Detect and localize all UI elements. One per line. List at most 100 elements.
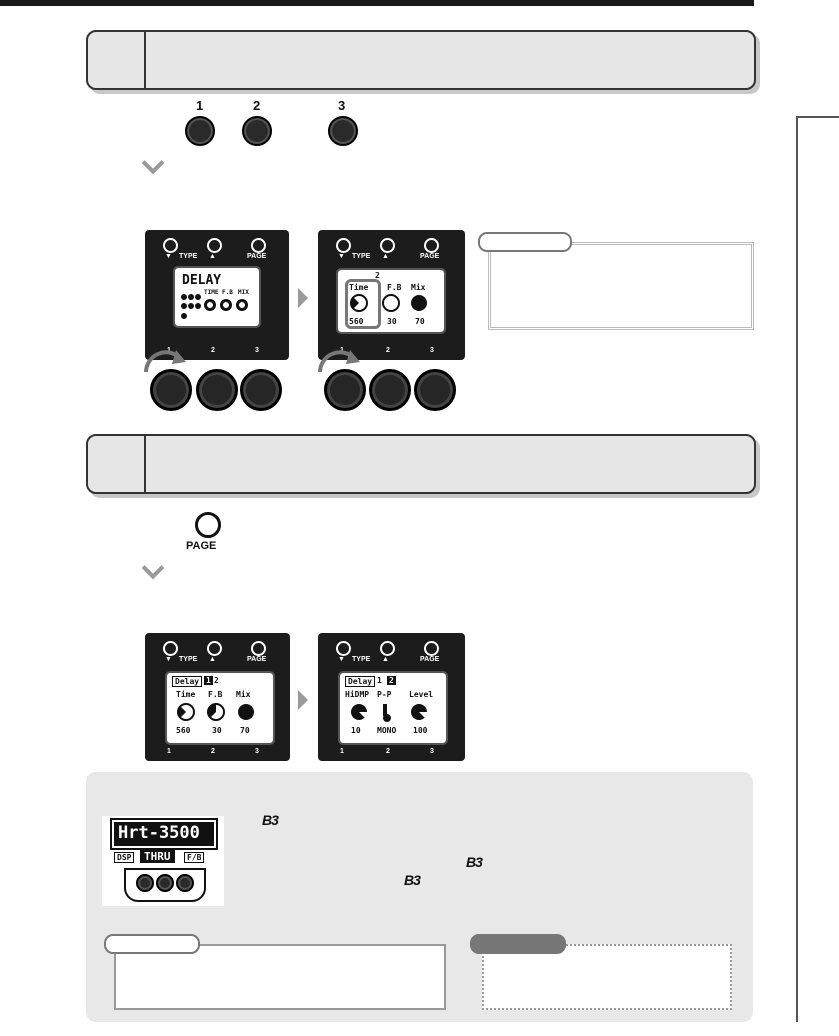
fb-label: F.B [222,289,233,296]
lcd-screen: DELAY TIME F.B MIX [173,266,261,328]
param-2-value: 30 [387,317,397,326]
step-header-2 [86,434,756,494]
param-dials [177,703,254,721]
panel-num-2: 2 [386,347,390,354]
param-3-name: Mix [236,690,251,699]
param-knob-3[interactable] [328,116,358,146]
down-button[interactable] [336,238,351,253]
amp-right-tag: F/B [184,852,205,863]
memo-box [114,944,446,1010]
tab-number: 2 [375,271,380,280]
panel-num-2: 2 [386,748,390,755]
step-header-1 [86,30,756,90]
note-pill [478,232,572,252]
delay-graphic [181,294,248,319]
brand-logo: B3 [466,854,483,870]
page-button-icon[interactable] [195,512,221,538]
info-box: Hrt-3500 DSP THRU F/B B3 B3 B3 [86,772,753,1022]
down-button[interactable] [163,641,178,656]
tab-1: 1 [204,676,213,685]
param-3-value: 100 [413,726,428,735]
param-1-value: 560 [349,317,364,326]
step-header-divider [144,436,146,492]
time-label: TIME [204,289,219,296]
page-button[interactable] [251,238,266,253]
amp-image: Hrt-3500 DSP THRU F/B [102,816,224,906]
param-2-name: F.B [208,690,223,699]
up-button[interactable] [380,238,395,253]
param-knob-1[interactable] [150,369,192,411]
chevron-down-icon [141,556,165,580]
panel-num-2: 2 [211,748,215,755]
memo-pill [104,934,200,954]
param-3-value: 70 [415,317,425,326]
device-panel-c: ▼ TYPE ▲ PAGE Delay 1 2 Time F.B Mix 560… [145,633,290,761]
amp-left-tag: DSP [114,852,135,863]
param-knob-2[interactable] [242,116,272,146]
tab-2: 2 [214,676,219,685]
knob-label-2: 2 [253,98,261,113]
up-label: ▲ [382,253,389,260]
brand-logo: B3 [262,812,279,828]
top-bar [0,0,754,6]
mix-label: MIX [238,289,249,296]
param-3-name: Level [409,690,434,699]
down-label: ▼ [338,253,345,260]
type-label: TYPE [352,656,371,663]
page-button[interactable] [424,641,439,656]
type-label: TYPE [179,656,198,663]
param-2-name: F.B [387,283,402,292]
param-1-value: 560 [176,726,191,735]
param-1-name: Time [349,283,369,292]
param-knob-3[interactable] [414,369,456,411]
up-button[interactable] [207,641,222,656]
param-3-value: 70 [240,726,250,735]
next-arrow-icon [298,690,308,710]
down-button[interactable] [336,641,351,656]
down-label: ▼ [338,656,345,663]
up-label: ▲ [382,656,389,663]
amp-knob-2 [156,874,174,892]
param-knob-2[interactable] [369,369,411,411]
up-button[interactable] [380,641,395,656]
chevron-down-icon [141,151,165,175]
page-label: PAGE [247,656,267,663]
lcd-screen: 2 Time F.B Mix 560 30 70 [336,268,446,334]
down-button[interactable] [163,238,178,253]
param-2-value: 30 [212,726,222,735]
step-header-divider [144,32,146,88]
note-box [488,242,754,330]
knob-label-1: 1 [196,98,204,113]
param-knob-2[interactable] [196,369,238,411]
amp-name: Hrt-3500 [118,823,200,843]
up-label: ▲ [209,656,216,663]
tab-name: Delay [172,676,203,687]
highlight-frame [345,279,381,329]
device-panel-d: ▼ TYPE ▲ PAGE Delay 1 2 HiDMP P-P Level … [318,633,465,761]
amp-bypass: THRU [140,850,175,863]
param-knob-1[interactable] [324,369,366,411]
rotate-arrow-icon [318,350,360,373]
tab-1: 1 [377,676,382,685]
side-rule [796,116,798,1022]
up-button[interactable] [207,238,222,253]
param-knob-1[interactable] [185,116,215,146]
param-dials [351,704,428,722]
panel-num-1: 1 [340,748,344,755]
page-button[interactable] [424,238,439,253]
lcd-screen: Delay 1 2 HiDMP P-P Level 10 MONO 100 [338,671,448,745]
param-knob-3[interactable] [240,369,282,411]
up-label: ▲ [209,253,216,260]
page-label: PAGE [420,656,440,663]
amp-knob-1 [136,874,154,892]
page-button[interactable] [251,641,266,656]
page-label: PAGE [420,253,440,260]
caution-pill [470,934,566,954]
lcd-screen: Delay 1 2 Time F.B Mix 560 30 70 [165,671,275,745]
amp-knob-3 [176,874,194,892]
down-label: ▼ [165,253,172,260]
amp-body [124,868,206,902]
page-label: PAGE [247,253,267,260]
param-1-name: Time [176,690,196,699]
tab-name: Delay [345,676,376,687]
